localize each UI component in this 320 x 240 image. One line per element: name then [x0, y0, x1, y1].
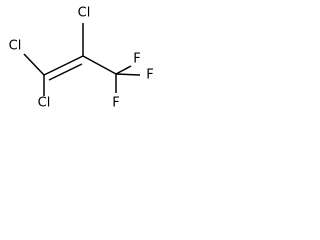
- atom-label-f-upper: F: [133, 52, 140, 67]
- atom-label-cl-left: Cl: [9, 39, 22, 54]
- bond-c1-c2-double-inner: [48, 63, 83, 81]
- bond-c3-f-right: [115, 73, 141, 76]
- bond-c1-c2-double-outer: [43, 55, 84, 76]
- bond-c2-c3: [82, 55, 117, 75]
- bond-c1-cl-left: [23, 53, 45, 76]
- atom-label-cl-top: Cl: [78, 6, 91, 21]
- chemical-structure: Cl Cl Cl F F F: [9, 6, 154, 111]
- bond-c3-f-upper: [115, 65, 132, 75]
- atom-label-f-right: F: [146, 68, 153, 83]
- atom-label-f-lower: F: [112, 96, 119, 111]
- atom-label-cl-bottom: Cl: [38, 96, 51, 111]
